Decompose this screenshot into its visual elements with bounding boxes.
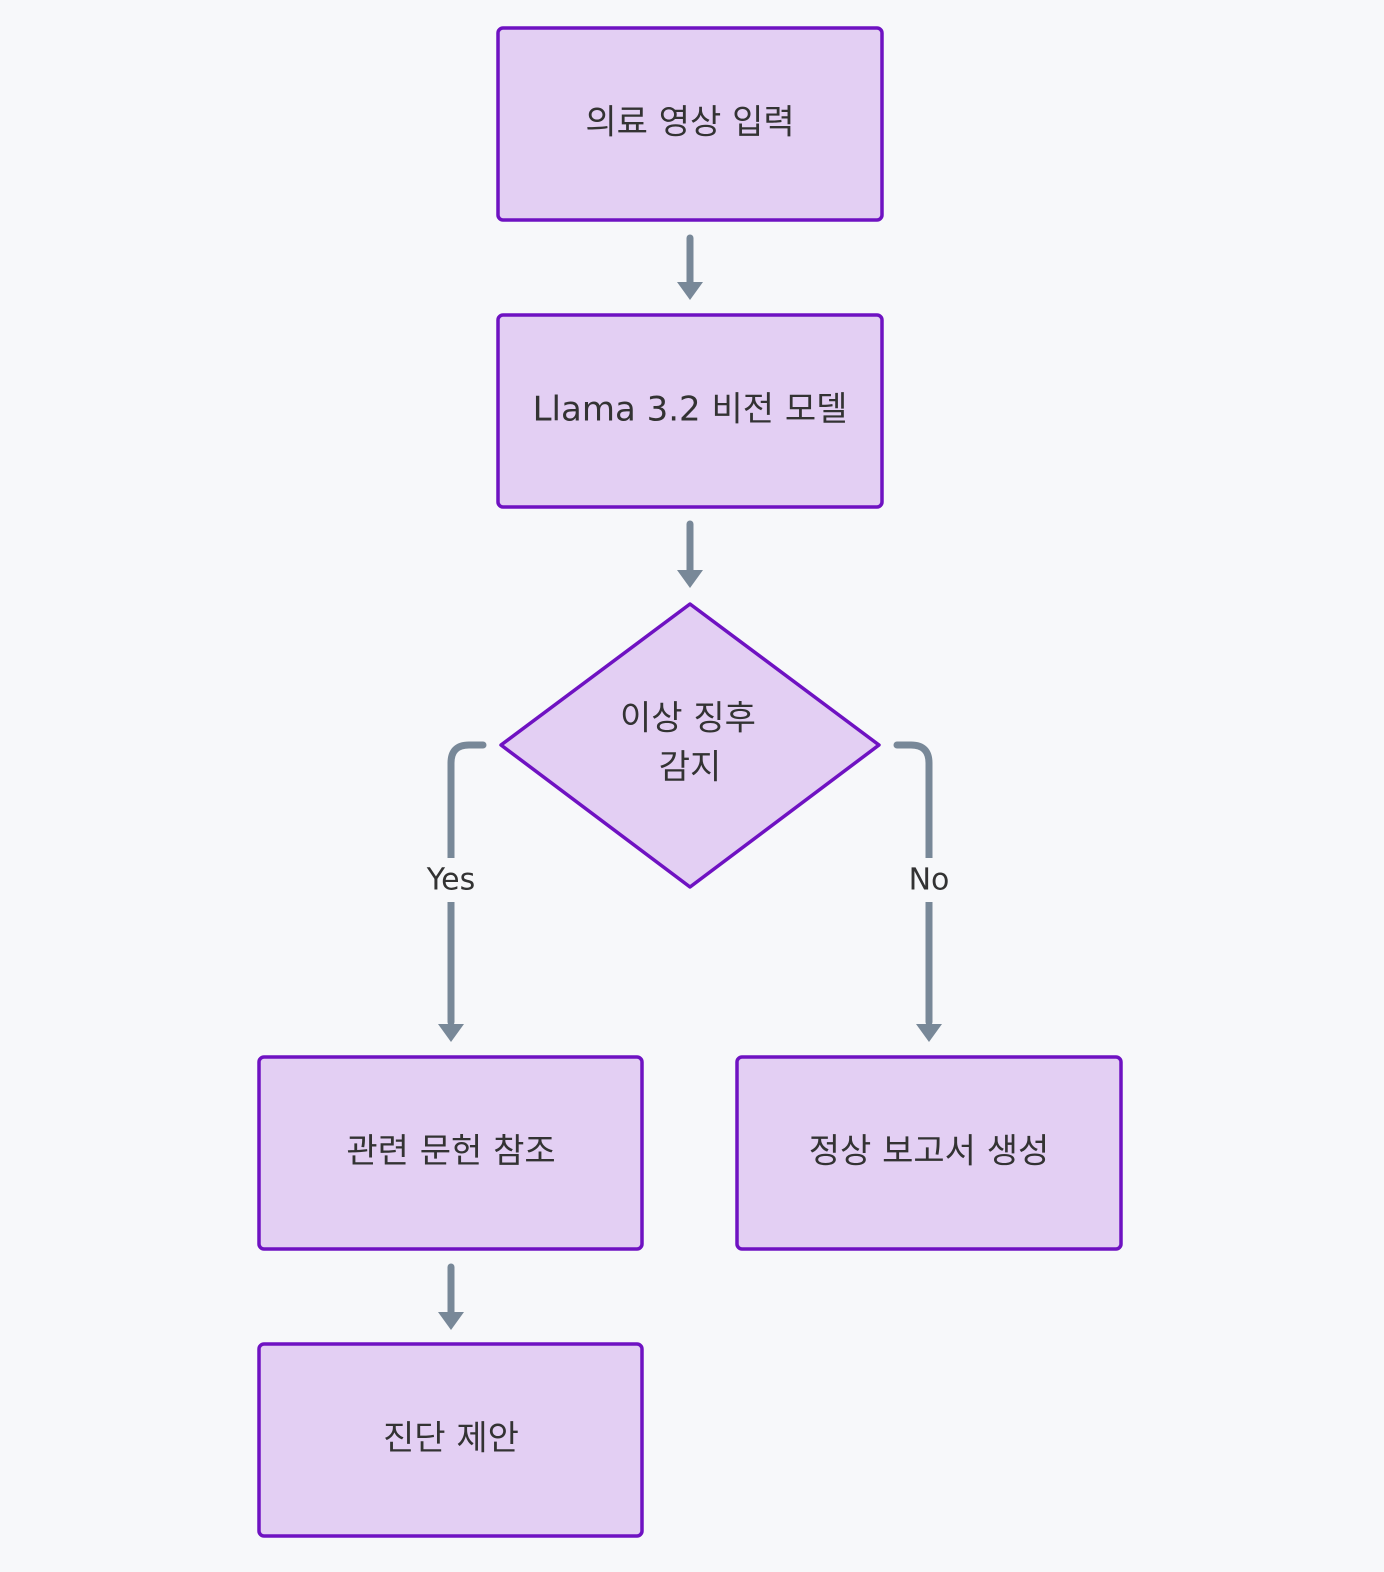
node-input: 의료 영상 입력: [496, 26, 884, 222]
node-normal-report-label: 정상 보고서 생성: [809, 1132, 1050, 1172]
no-edge-label: No: [909, 863, 950, 898]
node-literature-box: [257, 1055, 644, 1251]
yes-edge-label: Yes: [426, 863, 475, 898]
edge-decision-to-literature: [447, 741, 487, 1026]
node-model-label: Llama 3.2 비전 모델: [533, 390, 848, 430]
node-input-label: 의료 영상 입력: [585, 103, 794, 143]
arrowhead-decision-to-literature: [438, 1024, 464, 1042]
node-decision: 이상 징후 감지: [499, 602, 881, 889]
edge-decision-to-normal-report: [893, 741, 933, 1026]
no-label-background: [900, 858, 958, 902]
edges: [438, 234, 942, 1330]
arrowhead-model-to-decision: [677, 570, 703, 588]
node-decision-diamond: [499, 602, 881, 889]
arrowhead-input-to-model: [677, 282, 703, 300]
node-diagnosis-box: [257, 1342, 644, 1538]
node-literature-label: 관련 문헌 참조: [346, 1132, 555, 1172]
yes-label-background: [418, 858, 484, 902]
arrowhead-decision-to-normal-report: [916, 1024, 942, 1042]
edge-labels: Yes No: [418, 858, 958, 902]
node-model: Llama 3.2 비전 모델: [496, 313, 884, 509]
node-normal-report: 정상 보고서 생성: [735, 1055, 1123, 1251]
node-literature: 관련 문헌 참조: [257, 1055, 644, 1251]
node-diagnosis-label: 진단 제안: [383, 1419, 519, 1459]
node-decision-label-line2: 감지: [659, 748, 722, 788]
node-decision-label-line1: 이상 징후: [620, 699, 756, 739]
node-normal-report-box: [735, 1055, 1123, 1251]
arrowhead-literature-to-diagnosis: [438, 1312, 464, 1330]
node-model-box: [496, 313, 884, 509]
node-input-box: [496, 26, 884, 222]
node-diagnosis: 진단 제안: [257, 1342, 644, 1538]
